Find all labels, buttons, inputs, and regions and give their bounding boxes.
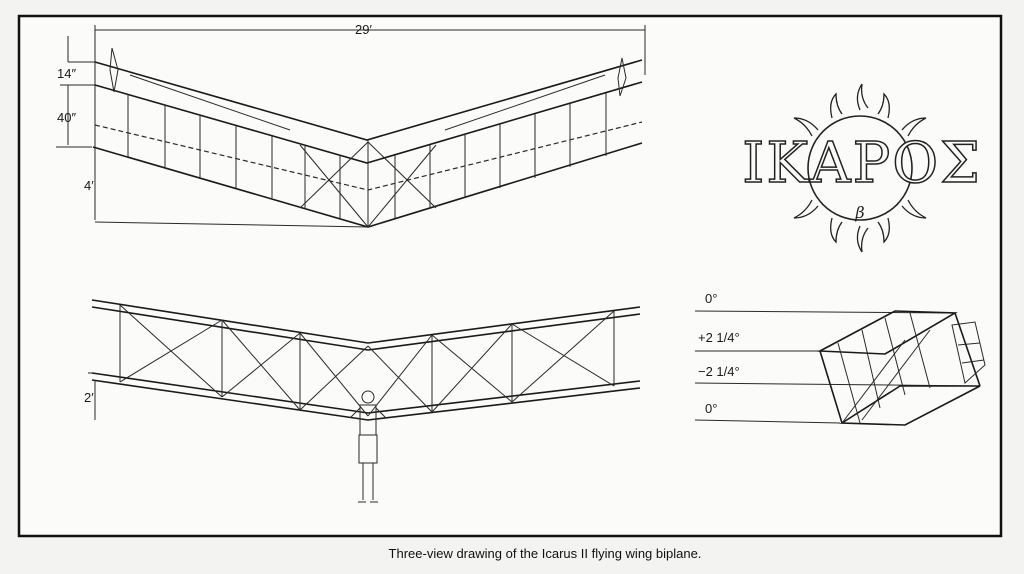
angle-label-minus: −2 1/4° — [698, 364, 740, 379]
chord-dimension: 40″ — [57, 110, 76, 125]
pilot-figure — [349, 390, 387, 503]
angle-label-plus: +2 1/4° — [698, 330, 740, 345]
icaros-sun-logo: ΙΚΑΡΟΣ β — [741, 83, 982, 253]
angle-label-bottom: 0° — [705, 401, 717, 416]
frame-border — [17, 14, 1003, 538]
sweep-dimension: 4′ — [84, 178, 94, 193]
logo-subscript: β — [854, 203, 864, 222]
angle-label-top: 0° — [705, 291, 717, 306]
front-view: 2′ — [84, 299, 641, 503]
span-dimension: 29′ — [355, 22, 372, 37]
tip-dimension: 14″ — [57, 66, 76, 81]
logo-text: ΙΚΑΡΟΣ — [742, 131, 982, 196]
figure-caption: Three-view drawing of the Icarus II flyi… — [388, 546, 702, 561]
gap-dimension: 2′ — [84, 390, 94, 405]
side-view: 0° +2 1/4° −2 1/4° 0° — [694, 291, 986, 426]
top-view: 29′ 14″ 40″ 4′ — [56, 22, 646, 228]
